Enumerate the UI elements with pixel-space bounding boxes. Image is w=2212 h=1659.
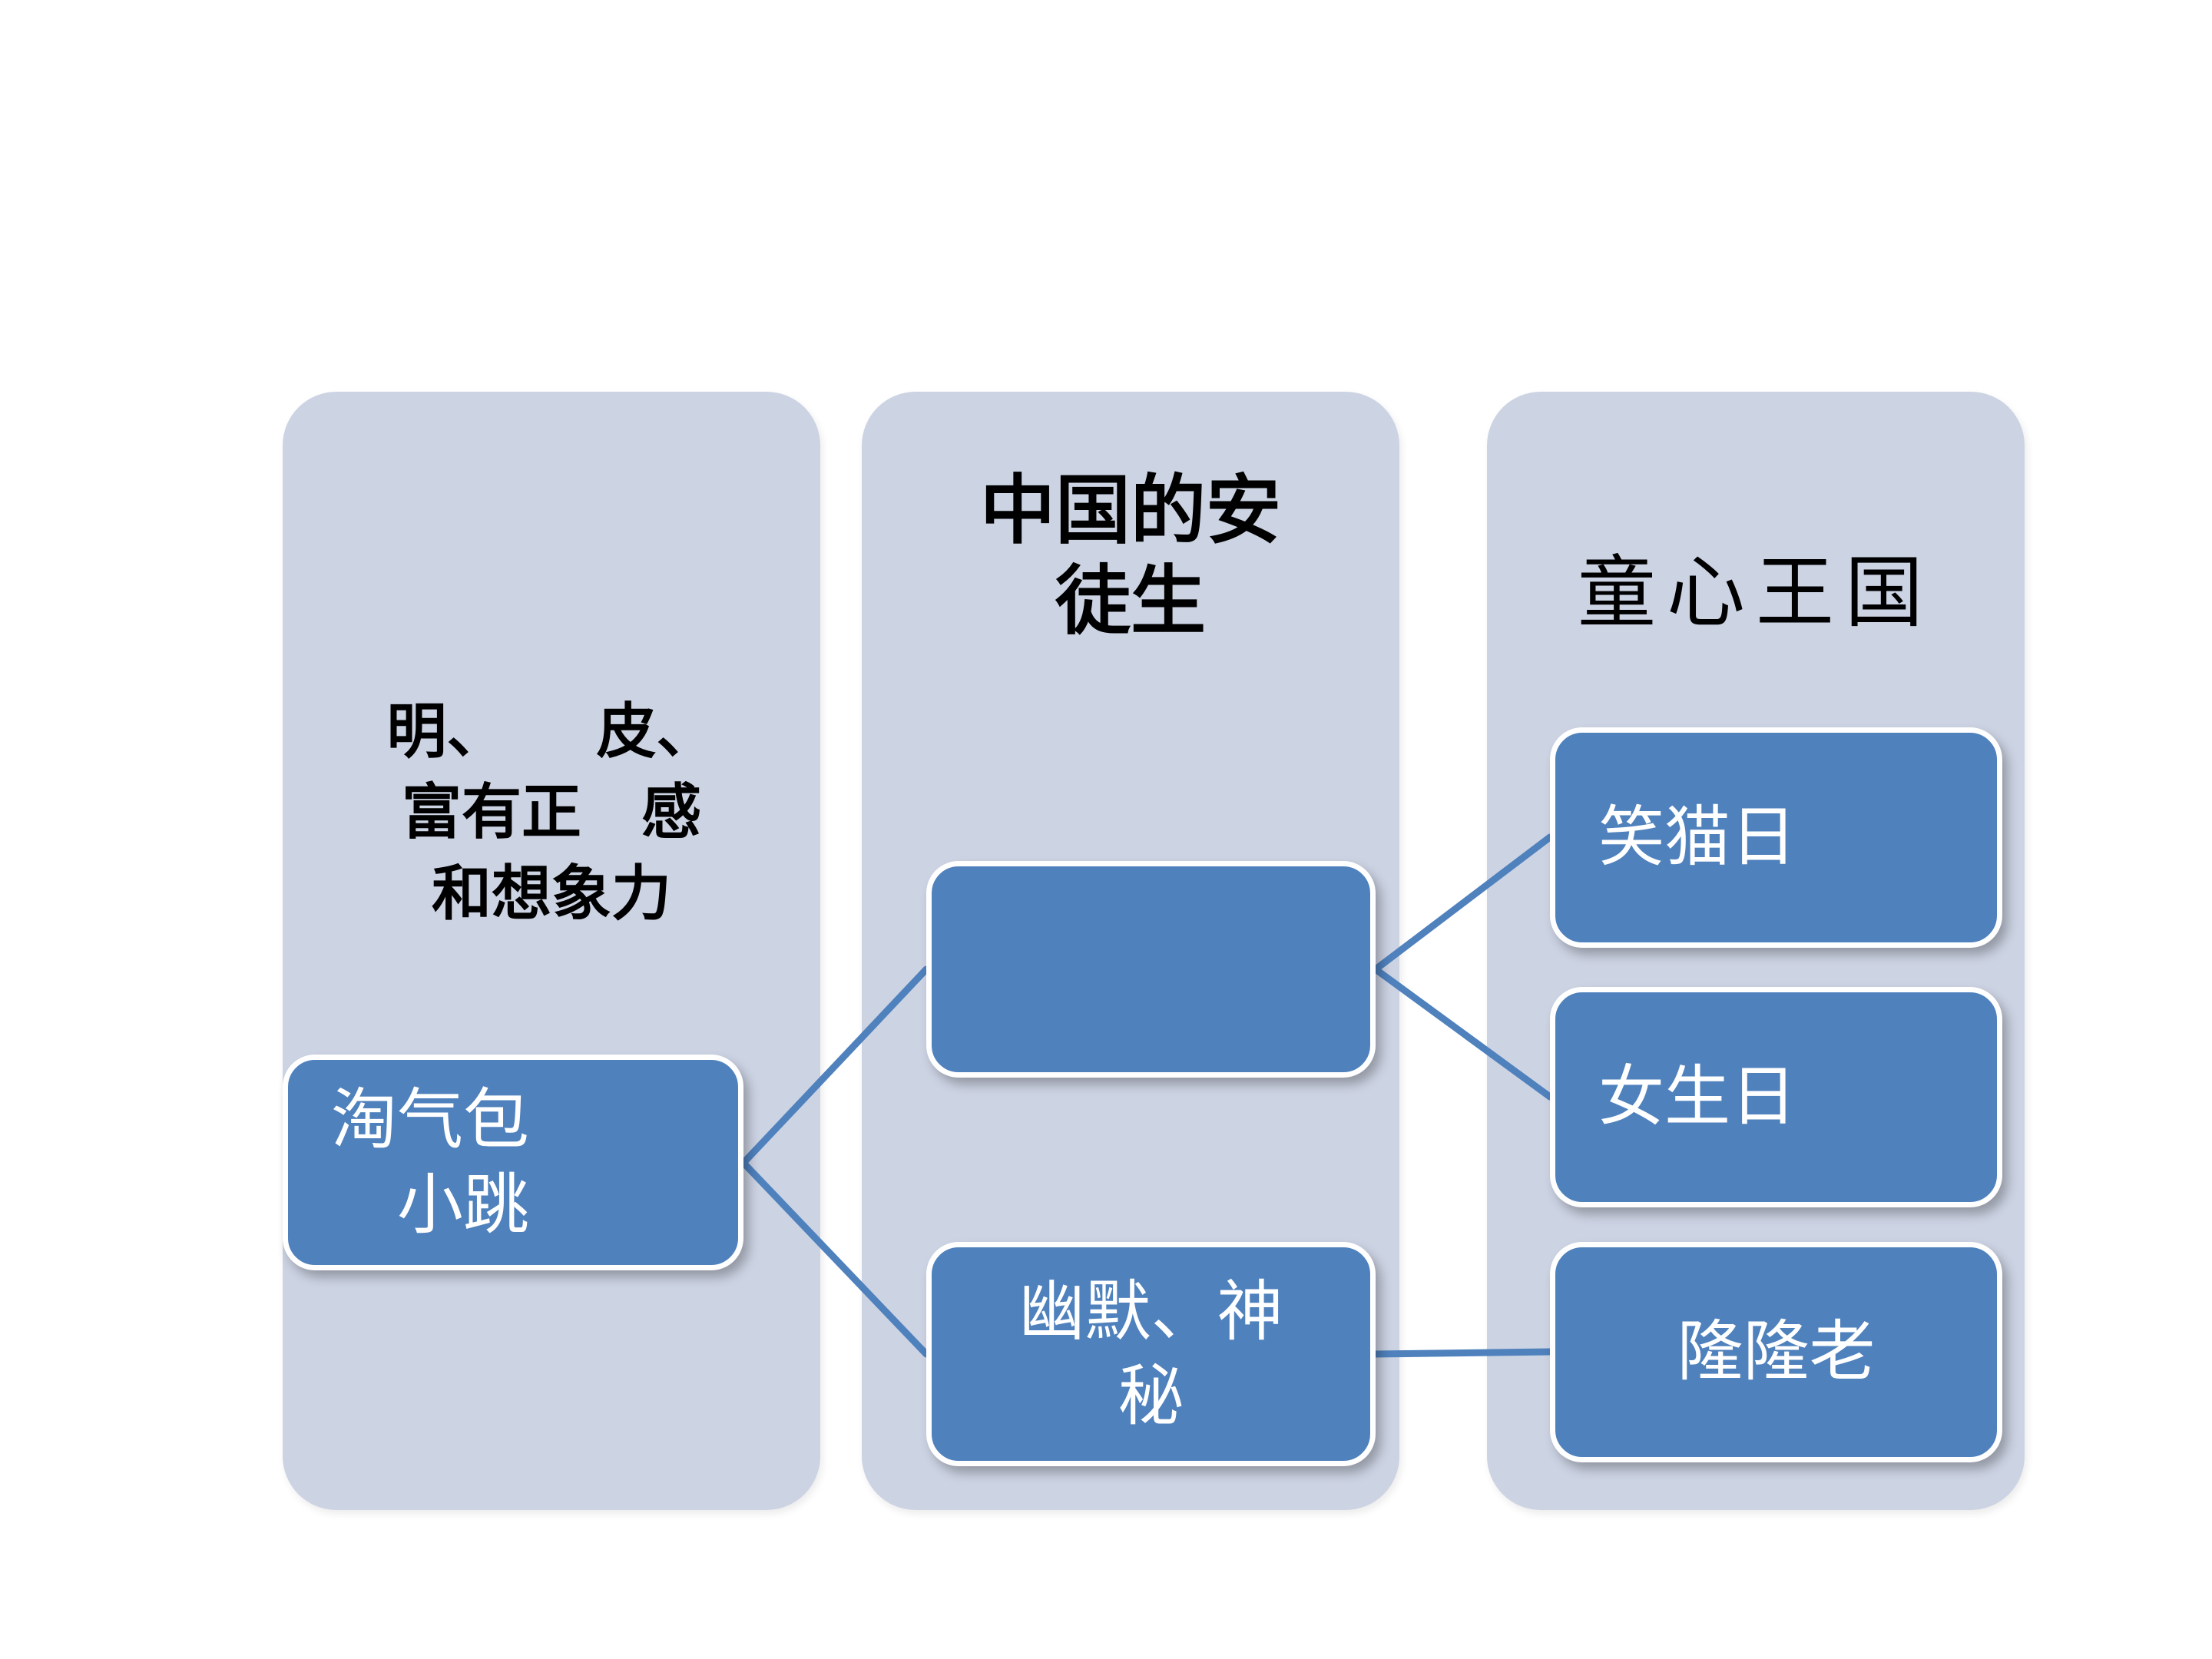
- connector-line: [740, 965, 930, 1167]
- node-longlong-lao: 隆隆老: [1550, 1242, 2002, 1462]
- node-youmo-shenmi: 幽默、神 秘: [926, 1242, 1376, 1466]
- column2-title: 中国的安 徒生: [979, 468, 1281, 643]
- node-nvsheng-ri: 女生日: [1550, 987, 2002, 1207]
- node-empty: [926, 861, 1376, 1078]
- connector-line: [1372, 833, 1554, 973]
- column1-description: 明、 皮、 富有正 感 和想象力: [386, 697, 717, 927]
- column3-title: 童心王国: [1578, 549, 1934, 637]
- connector-line: [1372, 965, 1554, 1101]
- node-taoqibao-xiaotiao: 淘气包 小跳: [283, 1055, 743, 1270]
- node-xiaomao-ri: 笑猫日: [1550, 727, 2002, 948]
- connector-line: [1372, 1348, 1554, 1358]
- column-panel-left: [283, 392, 820, 1510]
- connector-line: [740, 1159, 930, 1358]
